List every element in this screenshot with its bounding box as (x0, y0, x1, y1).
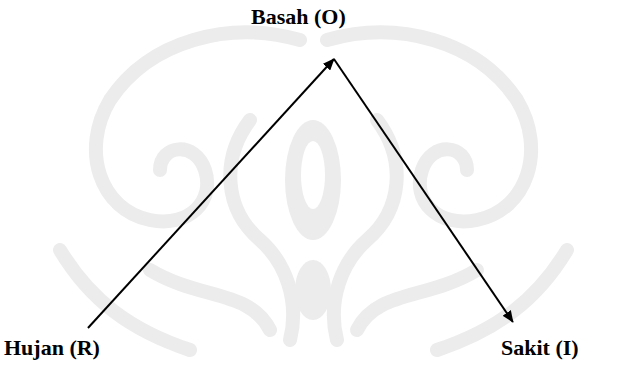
concept-text: Hujan (R) (4, 336, 100, 360)
arrow-connector (334, 59, 513, 322)
arrow-connector (88, 59, 334, 328)
concept-label: Hujan (R) (2, 328, 102, 364)
concept-label: Basah (O) (249, 3, 348, 59)
concept-text: Sakit (I) (501, 336, 579, 360)
concept-text: Basah (O) (251, 5, 346, 29)
concept-label: Sakit (I) (499, 322, 581, 364)
